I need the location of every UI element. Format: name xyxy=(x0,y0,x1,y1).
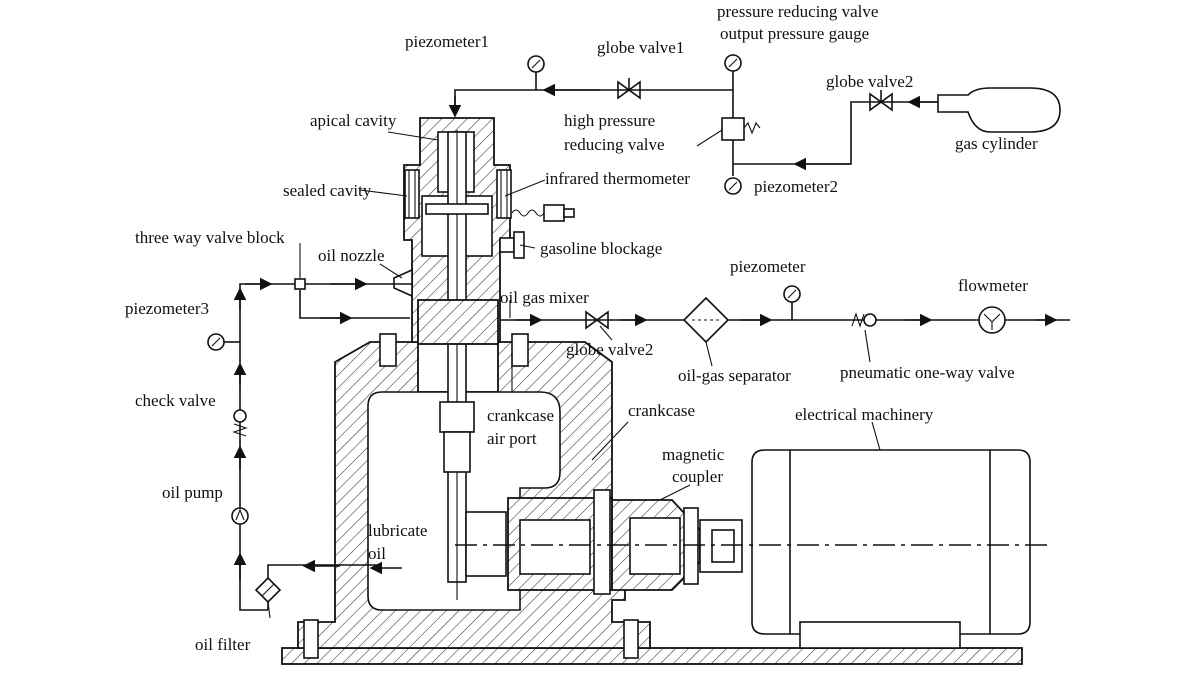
pressure-reducing-valve-icon xyxy=(721,110,761,150)
lubrication-line xyxy=(224,277,412,611)
label-hprv-line2: reducing valve xyxy=(564,135,665,154)
label-crankcase-air-port-line2: air port xyxy=(487,429,537,448)
label-piezometer: piezometer xyxy=(730,257,806,276)
label-oil-gas-mixer: oil gas mixer xyxy=(500,288,589,307)
label-infrared-thermometer: infrared thermometer xyxy=(545,169,690,188)
label-piezometer2: piezometer2 xyxy=(754,177,838,196)
label-prv-gauge-line2: output pressure gauge xyxy=(720,24,869,43)
leader-lines xyxy=(267,129,881,619)
globe-valve2-top-icon xyxy=(869,90,893,112)
label-apical-cavity: apical cavity xyxy=(310,111,397,130)
infrared-thermometer-probe xyxy=(511,204,575,222)
label-flowmeter: flowmeter xyxy=(958,276,1028,295)
three-way-valve-block-icon xyxy=(294,278,306,290)
label-globe-valve2-mid: globe valve2 xyxy=(566,340,653,359)
label-oil-pump: oil pump xyxy=(162,483,223,502)
label-pneumatic-one-way-valve: pneumatic one-way valve xyxy=(840,363,1015,382)
label-gas-cylinder: gas cylinder xyxy=(955,134,1038,153)
label-prv-gauge-line1: pressure reducing valve xyxy=(717,2,878,21)
label-sealed-cavity: sealed cavity xyxy=(283,181,372,200)
label-piezometer1: piezometer1 xyxy=(405,32,489,51)
label-lubricate-oil-line1: lubricate xyxy=(368,521,427,540)
flowmeter-icon xyxy=(978,306,1006,334)
gas-cylinder-icon xyxy=(937,87,1061,133)
globe-valve1-icon xyxy=(617,78,641,100)
gas-supply-line xyxy=(448,70,938,176)
pressure-gauges xyxy=(207,54,801,351)
label-three-way-valve-block: three way valve block xyxy=(135,228,285,247)
label-hprv-line1: high pressure xyxy=(564,111,655,130)
label-magnetic-coupler-line2: coupler xyxy=(672,467,723,486)
label-check-valve: check valve xyxy=(135,391,216,410)
gasoline-blockage-fitting xyxy=(499,231,525,259)
base-plate xyxy=(281,647,1023,665)
one-way-valve-icon xyxy=(851,312,865,328)
label-gasoline-blockage: gasoline blockage xyxy=(540,239,662,258)
shaft-bore xyxy=(519,519,591,575)
electrical-machinery-icon xyxy=(751,449,1031,649)
label-globe-valve2-top: globe valve2 xyxy=(826,72,913,91)
outlet-line xyxy=(500,296,1070,344)
label-magnetic-coupler-line1: magnetic xyxy=(662,445,725,464)
label-oil-filter: oil filter xyxy=(195,635,251,654)
label-oil-nozzle: oil nozzle xyxy=(318,246,385,265)
magnetic-coupler xyxy=(593,489,743,595)
label-lubricate-oil-line2: oil xyxy=(368,544,386,563)
label-crankcase: crankcase xyxy=(628,401,695,420)
oil-nozzle-icon xyxy=(393,268,413,298)
label-electrical-machinery: electrical machinery xyxy=(795,405,934,424)
label-oil-gas-separator: oil-gas separator xyxy=(678,366,791,385)
label-globe-valve1: globe valve1 xyxy=(597,38,684,57)
label-crankcase-air-port-line1: crankcase xyxy=(487,406,554,425)
seal-ring xyxy=(425,203,489,215)
label-piezometer3: piezometer3 xyxy=(125,299,209,318)
check-valve-icon xyxy=(233,409,247,423)
